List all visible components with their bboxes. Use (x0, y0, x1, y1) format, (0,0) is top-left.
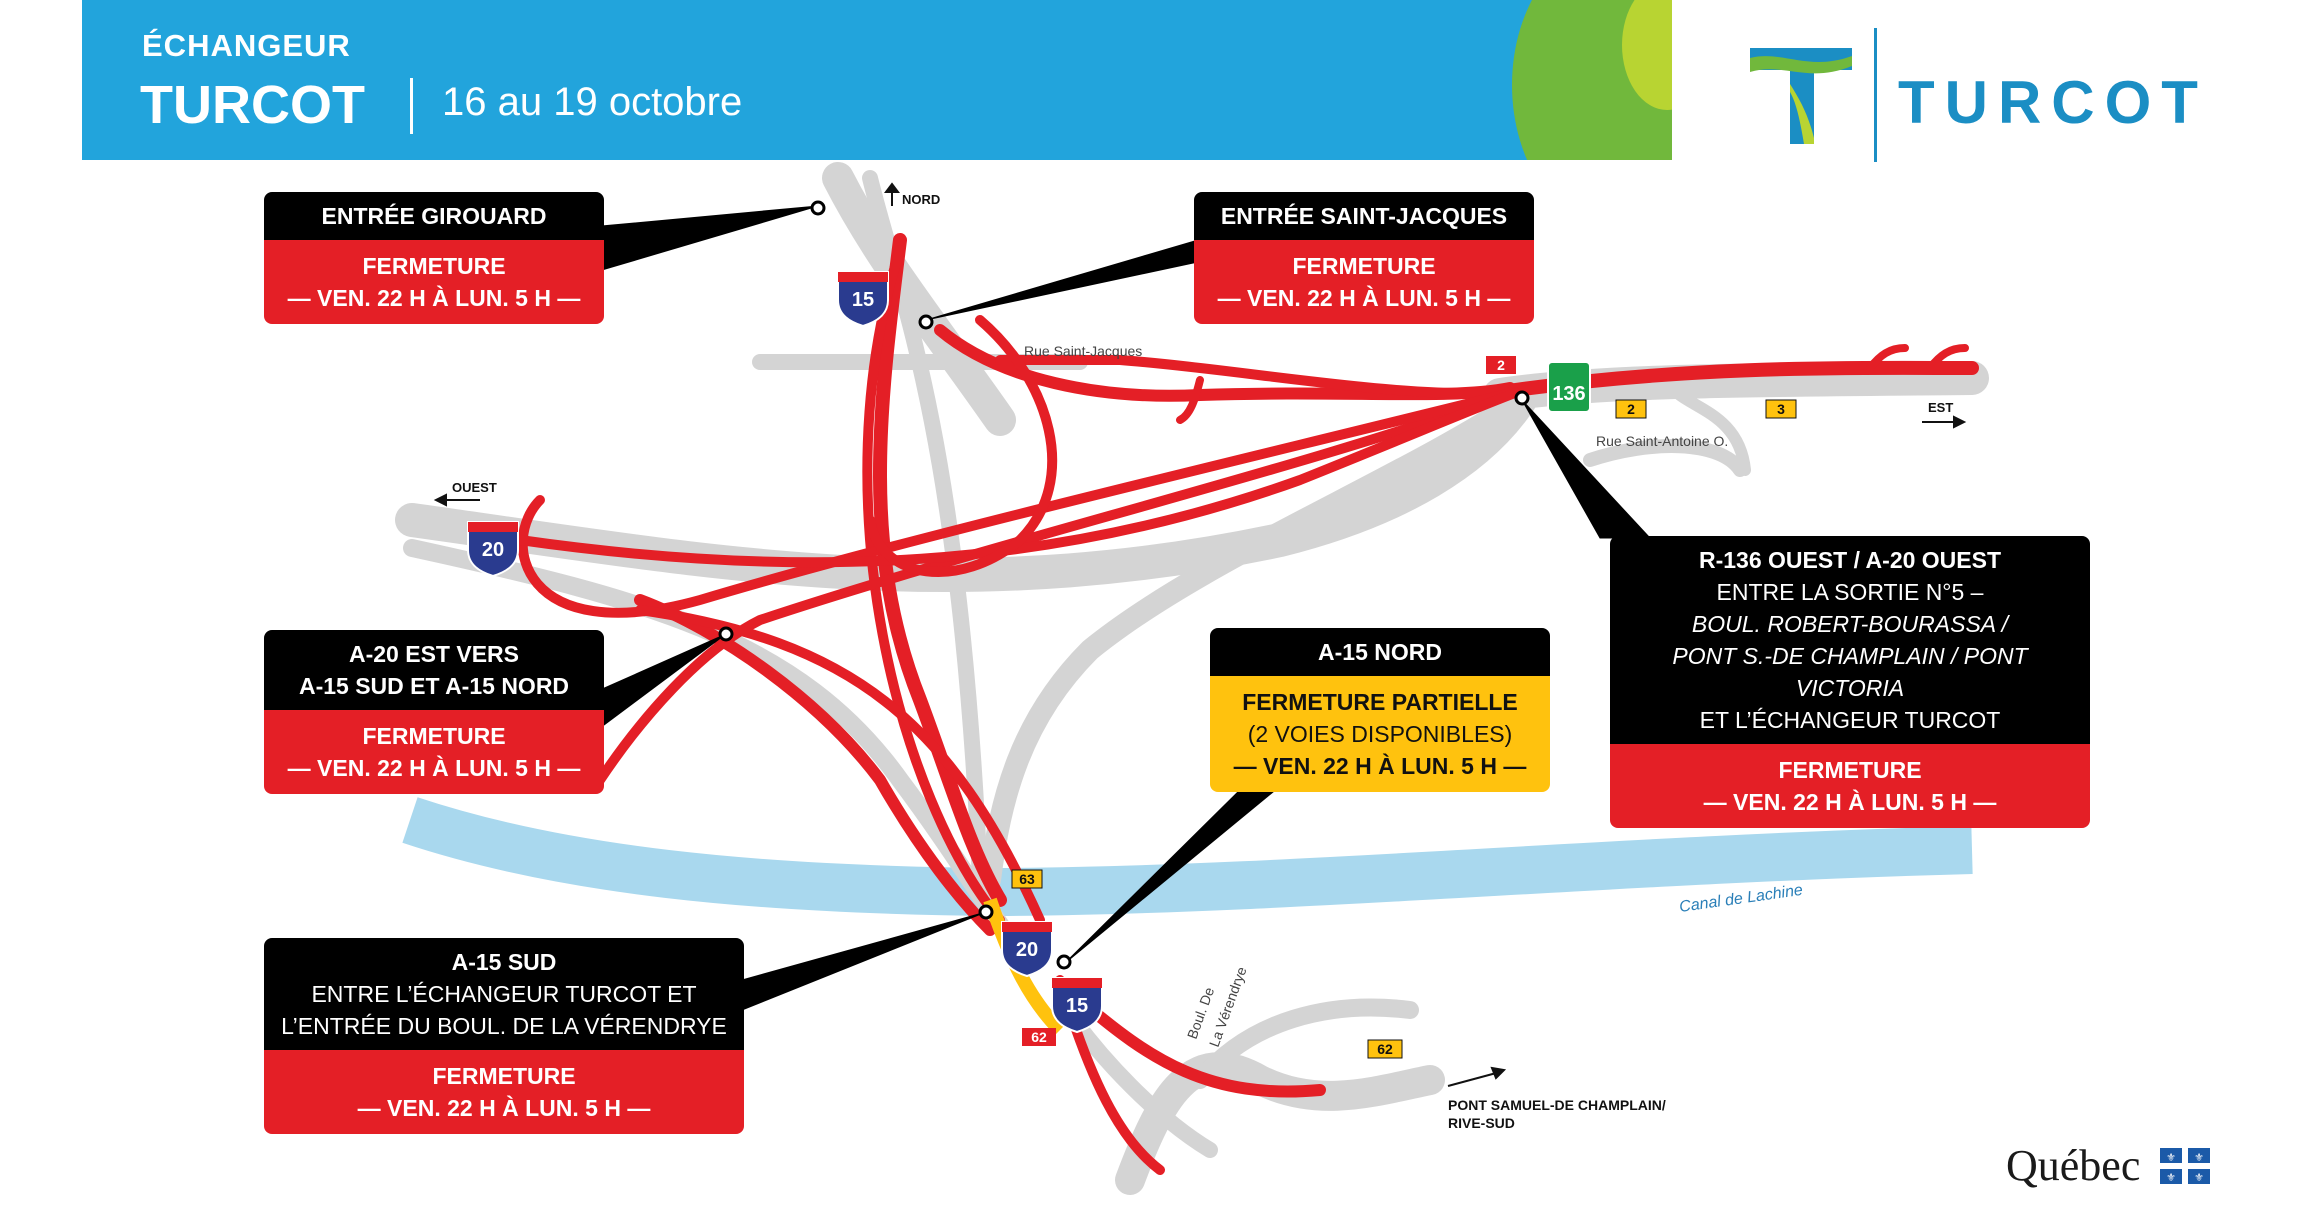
partial-closure-road (983, 897, 1065, 1035)
closed-roads (515, 233, 1979, 1175)
callout-r136-a20-ouest: R-136 OUEST / A-20 OUEST ENTRE LA SORTIE… (1610, 536, 2090, 828)
callout-saint-jacques-status: FERMETURE (1292, 253, 1436, 279)
label-pont-2: RIVE-SUD (1448, 1115, 1515, 1131)
callout-r136-time: — VEN. 22 H À LUN. 5 H — (1703, 789, 1997, 815)
exit-markers: 2 2 3 63 62 62 (1011, 356, 1797, 1059)
a15-shield-bottom: 15 (1051, 977, 1103, 1034)
callout-r136-status: FERMETURE (1778, 757, 1922, 783)
label-rue-saint-jacques: Rue Saint-Jacques (1024, 343, 1142, 359)
label-canal: Canal de Lachine (1678, 882, 1804, 916)
label-rue-saint-antoine: Rue Saint-Antoine O. (1596, 433, 1728, 449)
callout-r136-head1: R-136 OUEST / A-20 OUEST (1698, 547, 2002, 573)
exit-2-red: 2 (1497, 357, 1505, 373)
exit-62-yellow: 62 (1377, 1041, 1393, 1057)
page-title: TURCOT (140, 75, 365, 135)
turcot-logo-icon (1750, 48, 1852, 144)
svg-text:⚜: ⚜ (2194, 1171, 2204, 1184)
label-nord: NORD (902, 192, 940, 207)
label-est: EST (1928, 400, 1953, 415)
callout-a15-sud-status: FERMETURE (432, 1063, 576, 1089)
logo-divider (1874, 28, 1877, 162)
callout-a15-nord: A-15 NORD FERMETURE PARTIELLE (2 VOIES D… (1210, 628, 1550, 792)
callout-a15-sud: A-15 SUD ENTRE L’ÉCHANGEUR TURCOT ET L’E… (264, 938, 744, 1134)
callout-a20-est-head2: A-15 SUD ET A-15 NORD (298, 673, 570, 699)
callout-entree-girouard: ENTRÉE GIROUARD FERMETURE — VEN. 22 H À … (264, 192, 604, 324)
callout-a20-est: A-20 EST VERS A-15 SUD ET A-15 NORD FERM… (264, 630, 604, 794)
callout-a15-nord-note: (2 VOIES DISPONIBLES) (1247, 721, 1513, 747)
callout-entree-saint-jacques: ENTRÉE SAINT-JACQUES FERMETURE — VEN. 22… (1194, 192, 1534, 324)
a20-left-number: 20 (482, 539, 504, 561)
callout-r136-head3: BOUL. ROBERT-BOURASSA / (1691, 611, 2009, 637)
date-range: 16 au 19 octobre (442, 80, 743, 124)
exit-63: 63 (1019, 871, 1035, 887)
callout-a15-sud-head2: ENTRE L’ÉCHANGEUR TURCOT ET (311, 981, 697, 1007)
logo-wordmark: TURCOT (1898, 69, 2208, 136)
callout-a20-est-head1: A-20 EST VERS (349, 641, 519, 667)
callout-a20-est-status: FERMETURE (362, 723, 506, 749)
callout-a15-sud-time: — VEN. 22 H À LUN. 5 H — (357, 1095, 651, 1121)
callout-r136-head2: ENTRE LA SORTIE N°5 – (1716, 579, 1984, 605)
svg-text:⚜: ⚜ (2194, 1151, 2204, 1164)
r136-number: 136 (1552, 383, 1585, 405)
a15-shield-top: 15 (837, 271, 889, 328)
svg-text:⚜: ⚜ (2166, 1171, 2176, 1184)
callout-r136-head4: PONT S.-DE CHAMPLAIN / PONT VICTORIA (1672, 643, 2028, 701)
header-banner: ÉCHANGEUR TURCOT 16 au 19 octobre (82, 0, 1672, 160)
r136-shield: 136 (1547, 361, 1591, 413)
pointer-lines (599, 205, 1652, 1011)
callout-a15-nord-status: FERMETURE PARTIELLE (1242, 689, 1518, 715)
title-small: ÉCHANGEUR (142, 28, 351, 63)
callout-girouard-status: FERMETURE (362, 253, 506, 279)
callout-a15-nord-time: — VEN. 22 H À LUN. 5 H — (1233, 753, 1527, 779)
callout-a20-est-time: — VEN. 22 H À LUN. 5 H — (287, 755, 581, 781)
quebec-wordmark: Québec (2006, 1141, 2141, 1190)
direction-arrows (433, 182, 1967, 1087)
callout-girouard-time: — VEN. 22 H À LUN. 5 H — (287, 285, 581, 311)
svg-text:⚜: ⚜ (2166, 1151, 2176, 1164)
exit-3: 3 (1777, 401, 1785, 417)
pointer-dots (718, 200, 1530, 970)
a20-shield-bottom: 20 (1001, 921, 1053, 978)
map-labels: Rue Saint-Jacques Rue Saint-Antoine O. C… (452, 192, 1953, 1131)
exit-2-yellow: 2 (1627, 401, 1635, 417)
a20-shield-left: 20 (467, 521, 519, 578)
a15-bottom-number: 15 (1066, 995, 1088, 1017)
label-ouest: OUEST (452, 480, 497, 495)
callout-saint-jacques-time: — VEN. 22 H À LUN. 5 H — (1217, 285, 1511, 311)
callout-saint-jacques-head: ENTRÉE SAINT-JACQUES (1194, 192, 1534, 240)
callout-a15-sud-head3: L’ENTRÉE DU BOUL. DE LA VÉRENDRYE (281, 1013, 727, 1039)
quebec-flag-icon: ⚜ ⚜ ⚜ ⚜ (2160, 1148, 2210, 1184)
callout-girouard-head: ENTRÉE GIROUARD (264, 192, 604, 240)
callout-r136-head5: ET L’ÉCHANGEUR TURCOT (1699, 707, 2001, 733)
a20-bottom-number: 20 (1016, 939, 1038, 961)
callout-a15-sud-head1: A-15 SUD (451, 949, 557, 975)
callout-a15-nord-head: A-15 NORD (1210, 628, 1550, 676)
canal-lachine (402, 797, 1973, 917)
a15-top-number: 15 (852, 289, 874, 311)
label-pont-1: PONT SAMUEL-DE CHAMPLAIN/ (1448, 1097, 1666, 1113)
exit-62-red: 62 (1031, 1029, 1047, 1045)
title-separator (410, 78, 413, 134)
